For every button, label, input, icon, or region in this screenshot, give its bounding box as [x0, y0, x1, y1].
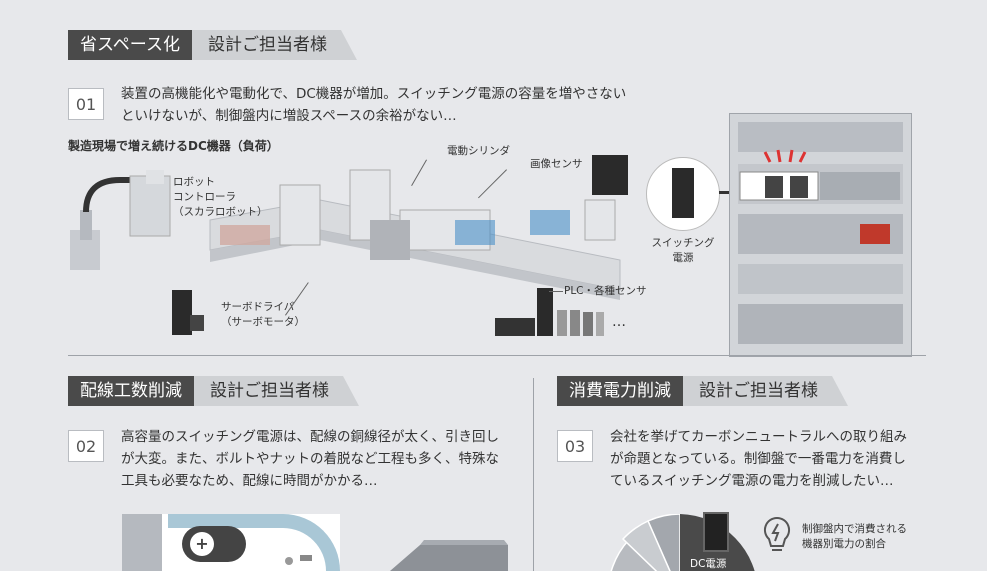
servo-driver-icon	[172, 290, 192, 335]
power-ratio-pie-chart	[610, 514, 755, 571]
section2-number: 02	[68, 430, 104, 462]
electric-cylinder-label: 電動シリンダ	[447, 145, 510, 157]
section1-audience: 設計ご担当者様	[192, 30, 357, 60]
arrow-shaft	[719, 191, 733, 194]
section3-audience: 設計ご担当者様	[683, 376, 848, 406]
control-panel-icon	[738, 122, 903, 344]
switching-psu-badge	[646, 157, 720, 231]
pie-label-dc-power: DC電源	[690, 558, 727, 570]
section3-text: 会社を挙げてカーボンニュートラルへの取り組み が命題となっている。制御盤で一番電…	[610, 429, 907, 489]
power-ratio-note: 制御盤内で消費される 機器別電力の割合	[802, 523, 907, 550]
section2-text: 高容量のスイッチング電源は、配線の銅線径が太く、引き回し が大変。また、ボルトや…	[121, 429, 499, 489]
section-divider-horizontal	[68, 355, 926, 356]
section-divider-vertical	[533, 378, 534, 571]
section3-title: 消費電力削減	[557, 376, 683, 406]
scara-robot-icon	[70, 170, 171, 270]
switching-psu-label: スイッチング 電源	[651, 237, 715, 264]
section3-header: 消費電力削減 設計ご担当者様	[557, 376, 848, 406]
power-supply-unit-image	[390, 540, 508, 571]
section3-number: 03	[557, 430, 593, 462]
bolt-icon	[300, 555, 312, 561]
figure-title: 製造現場で増え続けるDC機器（負荷）	[68, 139, 279, 153]
robot-controller-label: ロボット コントローラ （スカラロボット）	[173, 176, 268, 218]
plc-sensor-label: PLC・各種センサ	[564, 285, 647, 297]
servo-driver-label: サーボドライバ （サーボモータ）	[221, 301, 305, 328]
plc-callout-line	[549, 291, 563, 292]
power-supply-icon	[672, 168, 694, 218]
wiring-image: +	[122, 514, 340, 571]
image-sensor-icon	[592, 155, 628, 195]
section2-title: 配線工数削減	[68, 376, 194, 406]
section1-text: 装置の高機能化や電動化で、DC機器が増加。スイッチング電源の容量を増やさない と…	[121, 86, 627, 124]
more-devices-ellipsis: …	[612, 314, 626, 330]
section2-audience: 設計ご担当者様	[194, 376, 359, 406]
control-panel-image	[729, 113, 912, 357]
nut-icon	[285, 557, 293, 565]
section1-number: 01	[68, 88, 104, 120]
section1-header: 省スペース化 設計ご担当者様	[68, 30, 357, 60]
lightbulb-icon	[763, 516, 791, 551]
plc-icon	[495, 288, 604, 336]
conveyor-icon	[209, 169, 621, 300]
image-sensor-label: 画像センサ	[530, 158, 583, 170]
terminal-bolt-icon: +	[182, 526, 246, 562]
section1-title: 省スペース化	[68, 30, 192, 60]
dc-power-supply-icon	[703, 512, 729, 552]
production-line-illustration	[70, 155, 628, 336]
section2-header: 配線工数削減 設計ご担当者様	[68, 376, 359, 406]
